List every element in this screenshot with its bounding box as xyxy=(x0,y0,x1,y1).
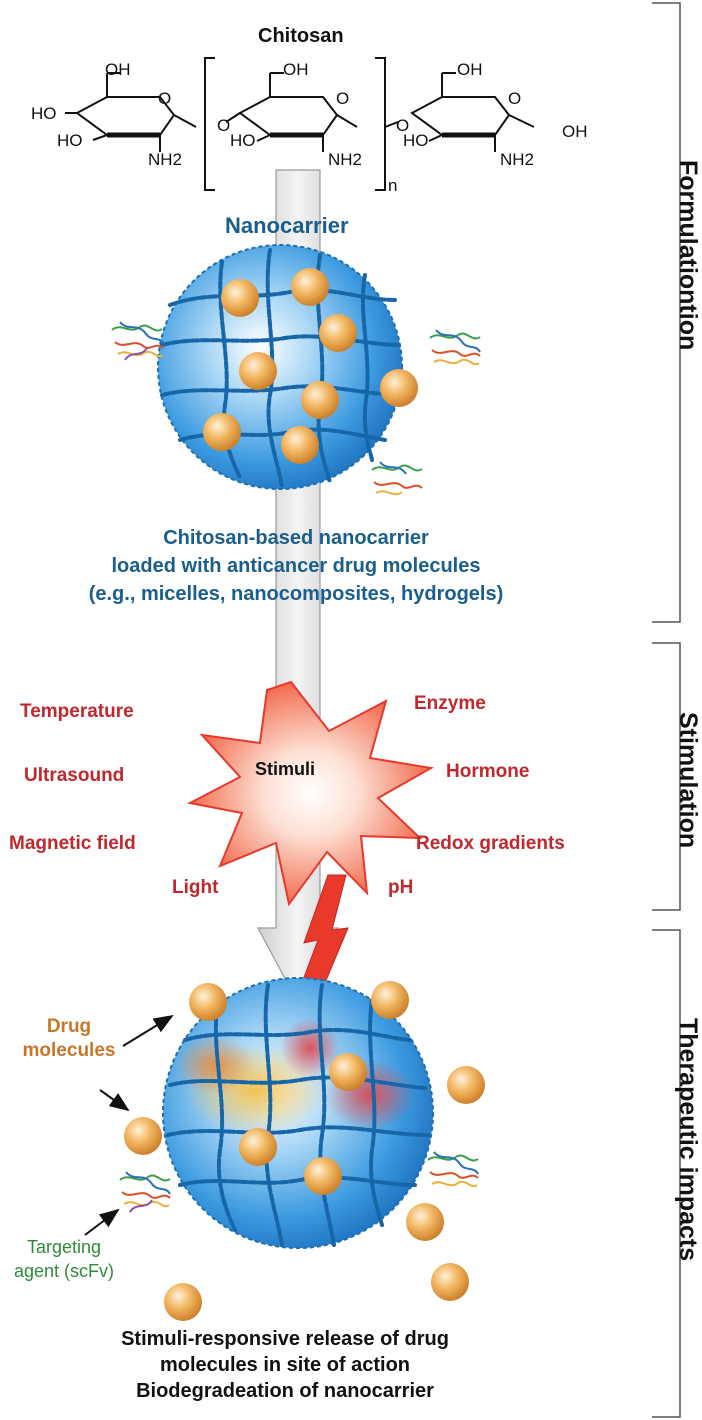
atom-nh2: NH2 xyxy=(500,150,535,169)
atom-ho: HO xyxy=(31,104,57,123)
stimulus-hormone: Hormone xyxy=(446,761,530,782)
nanocarrier-sphere-top xyxy=(157,244,404,490)
stage-brackets xyxy=(652,2,681,1418)
atom-nh2: NH2 xyxy=(148,150,183,169)
stimulus-redox-gradients: Redox gradients xyxy=(416,833,565,854)
drug-molecules-label-line-1: Drug xyxy=(46,1016,92,1037)
atom-o: O xyxy=(396,116,410,135)
atom-oh: OH xyxy=(105,60,131,79)
stimulus-ultrasound: Ultrasound xyxy=(24,765,125,786)
atom-nh2: NH2 xyxy=(328,150,363,169)
stimuli-center-label: Stimuli xyxy=(255,759,316,779)
stimulus-enzyme: Enzyme xyxy=(414,693,486,714)
stimuli-star xyxy=(186,680,434,907)
stage-label-formulation: Formulationtion xyxy=(674,160,702,351)
targeting-agent-bottom-right xyxy=(427,1151,479,1188)
targeting-agent-bottom-left xyxy=(119,1171,171,1213)
atom-o: O xyxy=(508,89,522,108)
repeat-n: n xyxy=(388,176,398,195)
outcome-line-1: Stimuli-responsive release of drug xyxy=(121,1328,449,1350)
drug-molecules-top xyxy=(203,268,418,464)
outcome-line-3: Biodegradeation of nanocarrier xyxy=(136,1380,434,1402)
stimulus-ph: pH xyxy=(388,877,414,898)
atom-o: O xyxy=(158,89,172,108)
targeting-agent-label-line-1: Targeting xyxy=(26,1237,102,1257)
outcome-line-2: molecules in site of action xyxy=(159,1354,411,1376)
targeting-agent-top-right xyxy=(429,329,481,366)
targeting-agent-top-left xyxy=(111,321,165,361)
atom-o: O xyxy=(336,89,350,108)
targeting-agent-top-bottom xyxy=(371,461,423,496)
chitosan-structure xyxy=(65,57,535,191)
stimulus-temperature: Temperature xyxy=(20,701,134,722)
atom-oh: OH xyxy=(457,60,483,79)
stimulus-magnetic-field: Magnetic field xyxy=(9,833,136,854)
atom-oh: OH xyxy=(283,60,309,79)
nanocarrier-sphere-bottom xyxy=(162,977,434,1249)
drug-molecules-label-line-2: molecules xyxy=(22,1040,116,1061)
nanocarrier-title: Nanocarrier xyxy=(225,213,349,238)
atom-ho: HO xyxy=(57,131,83,150)
description-line-2: loaded with anticancer drug molecules xyxy=(111,555,481,577)
chitosan-title: Chitosan xyxy=(258,25,344,47)
stage-label-stimulation: Stimulation xyxy=(674,712,702,849)
targeting-agent-label-line-2: agent (scFv) xyxy=(13,1261,115,1281)
stimulus-light: Light xyxy=(172,877,219,898)
atom-ho: HO xyxy=(230,131,256,150)
description-line-3: (e.g., micelles, nanocomposites, hydroge… xyxy=(88,583,504,605)
drug-molecules-bottom xyxy=(124,981,485,1321)
atom-ho: HO xyxy=(403,131,429,150)
stage-label-therapeutic-impacts: Therapeutic impacts xyxy=(674,1018,702,1262)
atom-o: O xyxy=(217,116,231,135)
atom-oh: OH xyxy=(562,122,588,141)
pointer-arrows xyxy=(84,1014,174,1236)
description-line-1: Chitosan-based nanocarrier xyxy=(163,527,429,549)
